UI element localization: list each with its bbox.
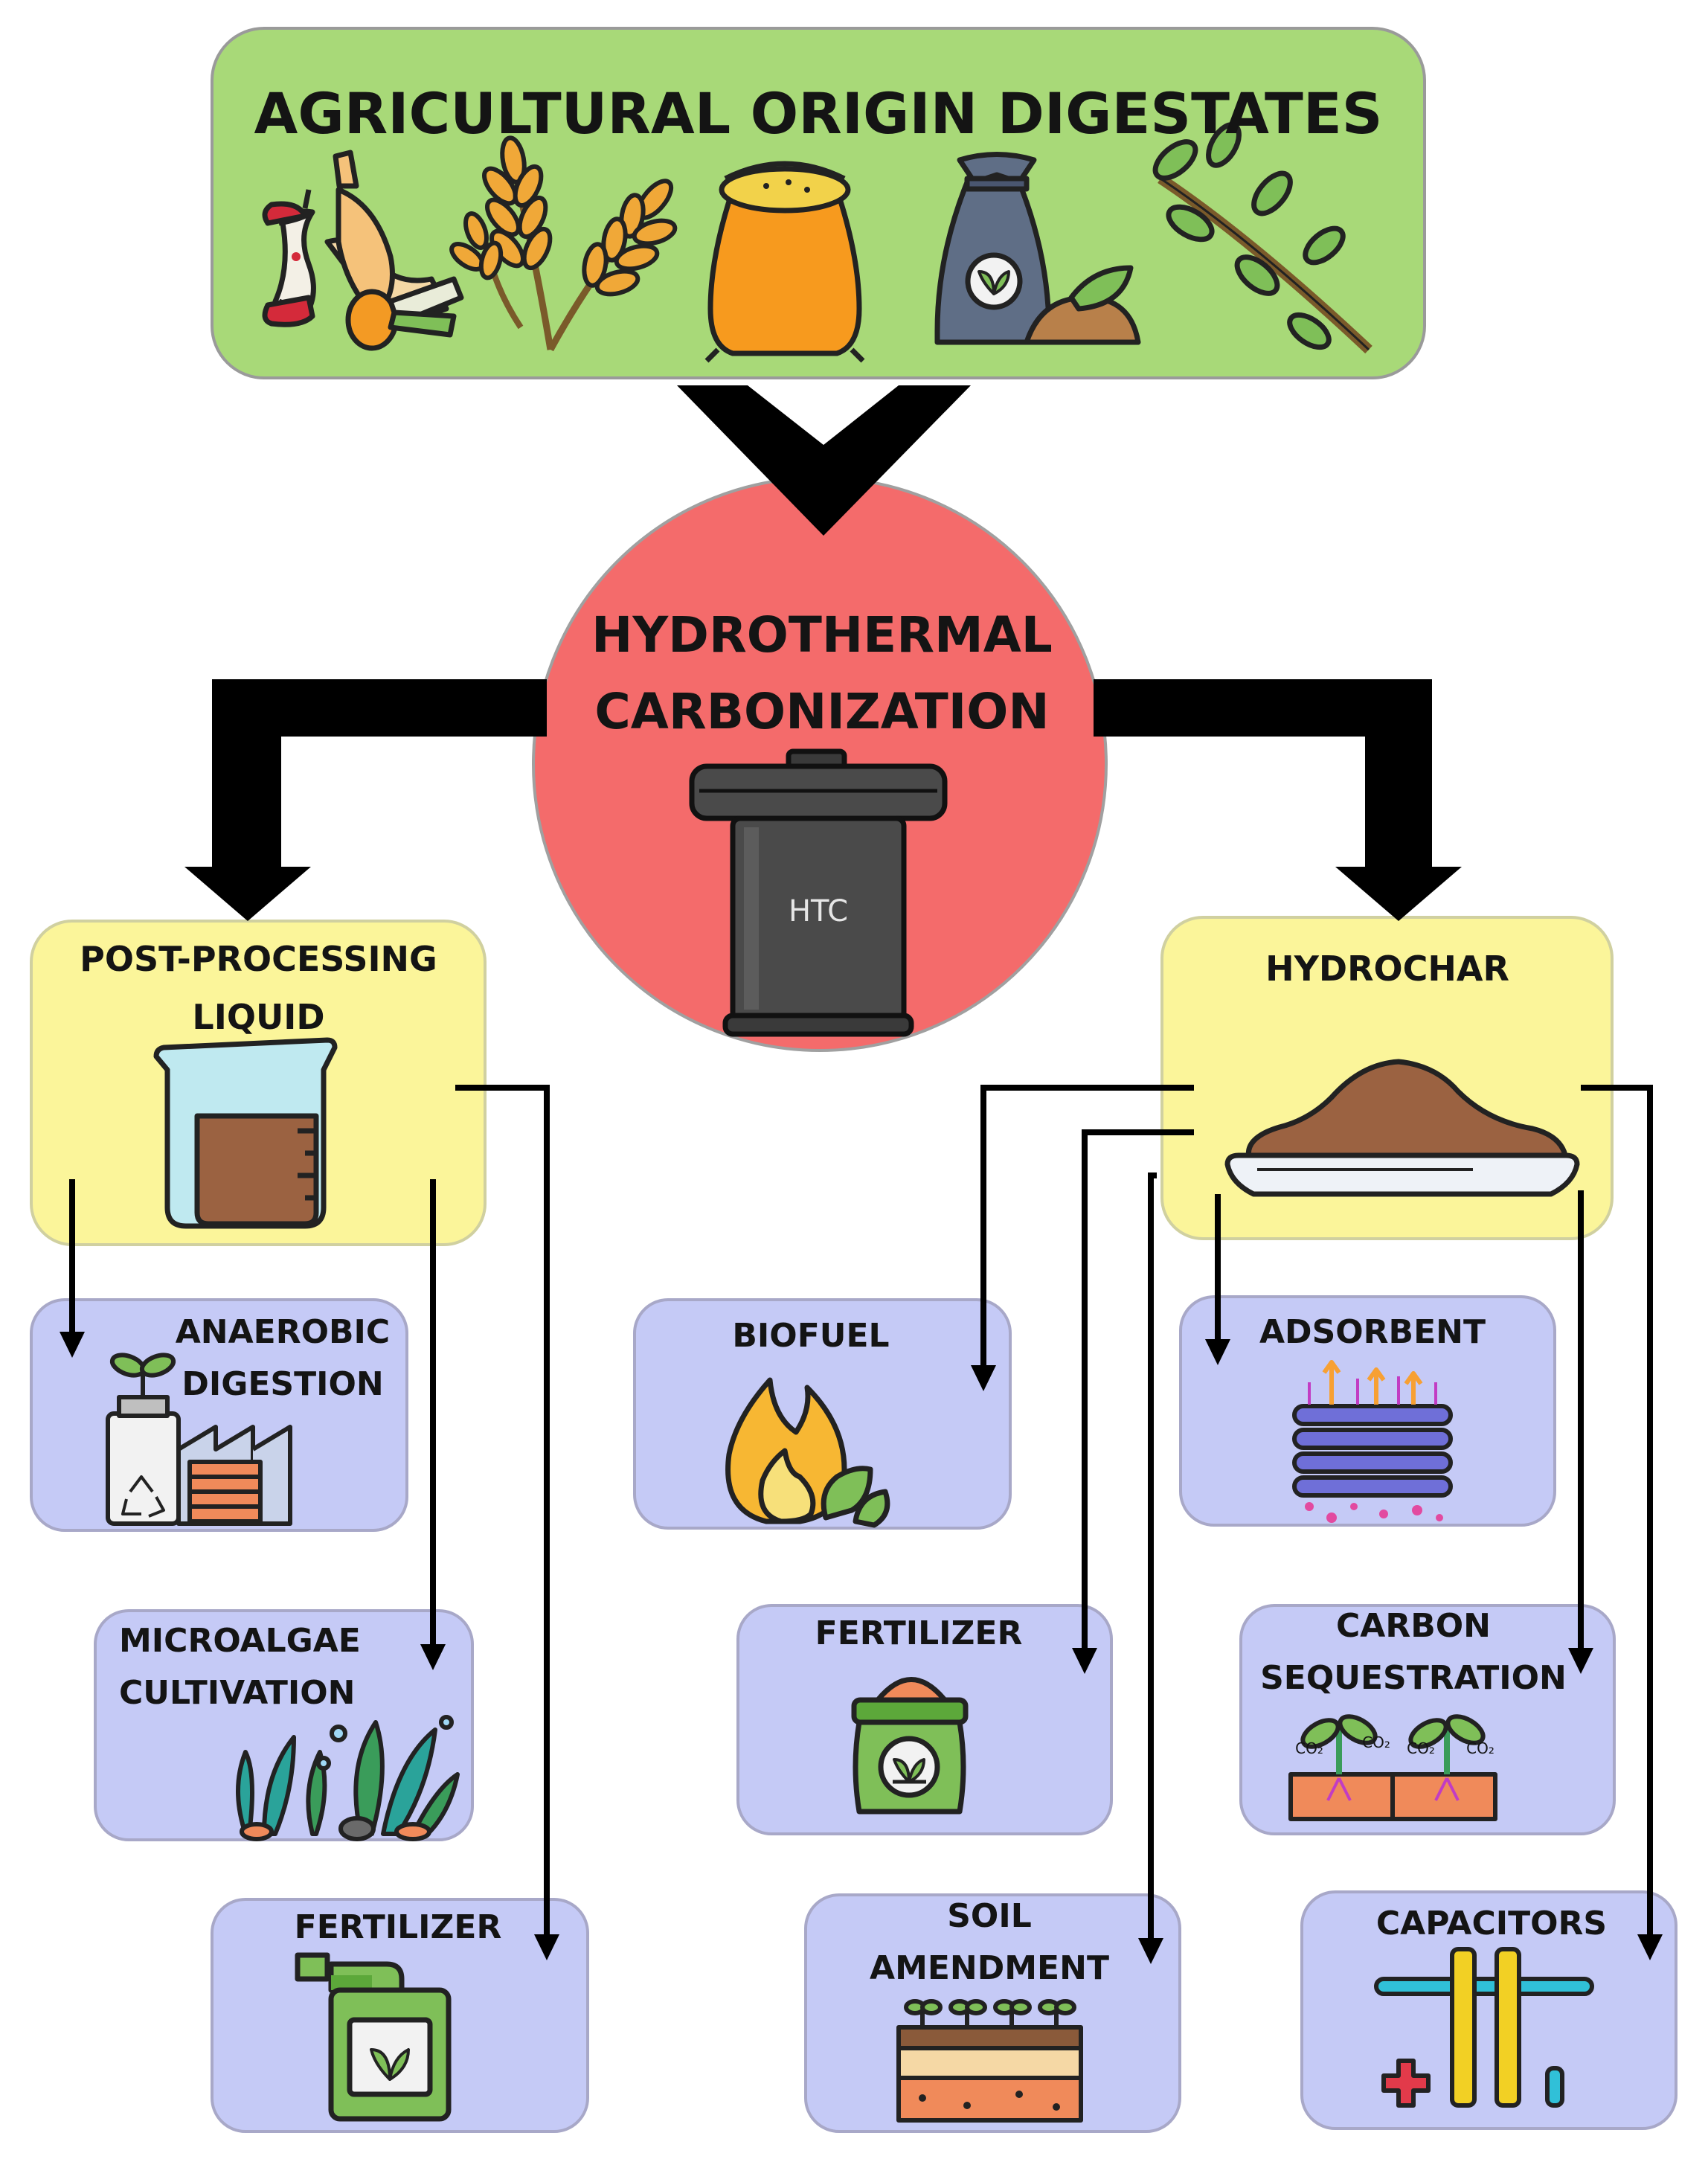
fire-icon [725, 1377, 890, 1528]
co2-label-3: CO₂ [1407, 1739, 1435, 1757]
anaerobic-label-line2: DIGESTION [182, 1365, 384, 1403]
arrow-hydrochar-biofuel [980, 1085, 1194, 1365]
anaerobic-label-line1: ANAEROBIC [175, 1313, 391, 1351]
arrow-liquid-fertilizer [455, 1085, 550, 1934]
carbon-label-line2: SEQUESTRATION [1260, 1659, 1567, 1697]
branch-icon [1152, 122, 1372, 354]
thick-arrow-right [1094, 679, 1462, 921]
arrow-hydrochar-fertilizer [1082, 1129, 1194, 1648]
hydrochar-title: HYDROCHAR [1265, 949, 1509, 989]
factory-icon [106, 1353, 292, 1526]
liquid-fertilizer-label: FERTILIZER [294, 1908, 502, 1946]
capacitor-icon [1374, 1947, 1594, 2108]
arrow-hydrochar-capacitors [1581, 1085, 1653, 1934]
process-title-line1: HYDROTHERMAL [591, 606, 1053, 664]
chevron-arrow [677, 385, 971, 536]
fertilizer-can-icon [295, 1952, 452, 2122]
food-scraps-icon [262, 150, 464, 351]
soil-layers-icon [896, 1999, 1083, 2123]
fertilizer-bag-icon [934, 152, 1141, 345]
arrow-hydrochar-soil [1148, 1172, 1157, 1938]
process-title-line2: CARBONIZATION [594, 683, 1050, 740]
plants-soil-icon [1288, 1714, 1497, 1821]
hydrochar-fertilizer-label: FERTILIZER [815, 1614, 1023, 1652]
capacitors-box [1300, 1890, 1678, 2130]
soil-label-line2: AMENDMENT [870, 1949, 1109, 1987]
grain-sack-icon [704, 161, 865, 363]
co2-label-4: CO₂ [1466, 1739, 1494, 1757]
capacitors-label: CAPACITORS [1375, 1905, 1608, 1943]
co2-label-2: CO₂ [1362, 1733, 1390, 1751]
carbon-label-line1: CARBON [1336, 1607, 1491, 1645]
hydrochar-pile-icon [1224, 1059, 1580, 1197]
adsorbent-label: ADSORBENT [1259, 1313, 1486, 1351]
wheat-icon [449, 135, 678, 352]
liquid-title-line1: POST-PROCESSING [80, 939, 437, 979]
microalgae-label-line1: MICROALGAE [119, 1622, 361, 1660]
biofuel-label: BIOFUEL [732, 1317, 890, 1355]
filter-icon [1292, 1360, 1453, 1523]
reactor-label: HTC [788, 894, 849, 928]
fertilizer-sack-icon [851, 1677, 969, 1815]
liquid-title-line2: LIQUID [192, 997, 325, 1037]
co2-label-1: CO₂ [1295, 1739, 1323, 1757]
beaker-icon [153, 1037, 338, 1229]
thick-arrow-left [184, 679, 547, 921]
soil-label-line1: SOIL [947, 1897, 1032, 1935]
microalgae-label-line2: CULTIVATION [119, 1674, 356, 1712]
source-title: AGRICULTURAL ORIGIN DIGESTATES [254, 80, 1383, 147]
seaweed-icon [236, 1715, 460, 1841]
